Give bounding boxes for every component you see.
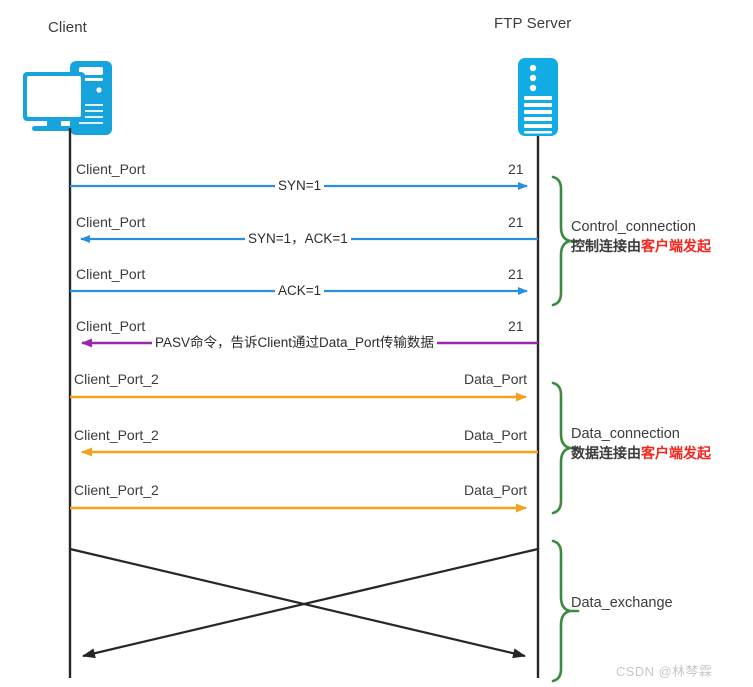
client-title: Client: [48, 19, 87, 36]
arrow-exchange-down-right: [69, 547, 526, 659]
message-label-syn-ack: SYN=1，ACK=1: [245, 231, 351, 246]
brace-title-control: Control_connection: [571, 219, 696, 235]
brace-data-connection: [551, 381, 571, 515]
port-label-left-ack: Client_Port: [76, 266, 146, 282]
brace-subtitle-data: 数据连接由客户端发起: [571, 444, 711, 463]
port-label-left-data-1: Client_Port_2: [74, 371, 159, 387]
port-label-right-syn-ack: 21: [508, 214, 524, 230]
brace-title-data: Data_connection: [571, 426, 680, 442]
brace-subtitle-control-prefix: 控制连接由: [571, 238, 641, 254]
port-label-right-data-3: Data_Port: [464, 482, 528, 498]
port-label-right-pasv: 21: [508, 318, 524, 334]
arrow-exchange-down-left: [82, 547, 539, 659]
brace-subtitle-control: 控制连接由客户端发起: [571, 237, 711, 256]
brace-title-exchange: Data_exchange: [571, 595, 673, 611]
port-label-right-syn: 21: [508, 161, 524, 177]
port-label-right-data-1: Data_Port: [464, 371, 528, 387]
port-label-right-ack: 21: [508, 266, 524, 282]
brace-subtitle-data-prefix: 数据连接由: [571, 445, 641, 461]
port-label-right-data-2: Data_Port: [464, 427, 528, 443]
port-label-left-data-3: Client_Port_2: [74, 482, 159, 498]
server-rack-icon: [518, 58, 558, 136]
port-label-left-syn-ack: Client_Port: [76, 214, 146, 230]
brace-control-connection: [551, 175, 571, 307]
server-title: FTP Server: [494, 15, 572, 32]
brace-label-data-connection: Data_connection 数据连接由客户端发起: [571, 425, 711, 463]
client-computer-icon: [23, 61, 112, 135]
message-label-ack: ACK=1: [275, 283, 325, 298]
csdn-watermark: CSDN @林棽霖: [616, 664, 713, 679]
brace-data-exchange: [551, 539, 571, 683]
message-label-syn: SYN=1: [275, 178, 325, 193]
port-label-left-pasv: Client_Port: [76, 318, 146, 334]
brace-label-control-connection: Control_connection 控制连接由客户端发起: [571, 218, 711, 256]
message-label-pasv: PASV命令，告诉Client通过Data_Port传输数据: [152, 335, 437, 350]
brace-label-data-exchange: Data_exchange: [571, 594, 673, 613]
brace-subtitle-control-highlight: 客户端发起: [641, 238, 711, 254]
brace-subtitle-data-highlight: 客户端发起: [641, 445, 711, 461]
port-label-left-data-2: Client_Port_2: [74, 427, 159, 443]
port-label-left-syn: Client_Port: [76, 161, 146, 177]
